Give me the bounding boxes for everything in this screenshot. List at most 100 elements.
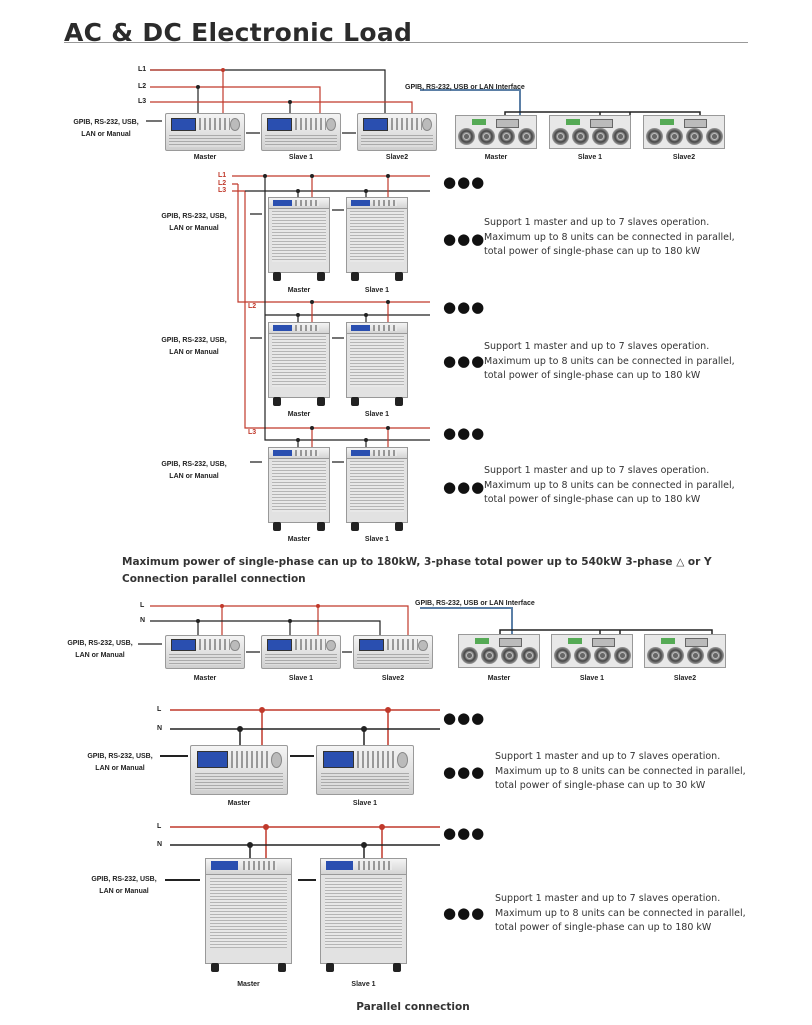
note-line: total power of single-phase can up to 18… (484, 246, 701, 257)
note-line: Maximum up to 8 units can be connected i… (495, 907, 746, 919)
slave2-rear-panel (644, 634, 726, 668)
slave1-rear-panel (551, 634, 633, 668)
note-line: total power of single-phase can up to 18… (495, 922, 712, 933)
note-line: Support 1 master and up to 7 slaves oper… (495, 893, 721, 904)
single-phase-rack-wiring (138, 605, 713, 653)
slave2-label: Slave2 (381, 675, 405, 682)
control-label-line2: LAN or Manual (99, 888, 149, 895)
control-label: GPIB, RS-232, USB, LAN or Manual (82, 751, 158, 775)
junction-dots (196, 68, 391, 848)
slave1-unit (316, 745, 414, 795)
master-label: Master (193, 675, 217, 682)
note-line: Support 1 master and up to 7 slaves oper… (484, 217, 710, 228)
tower-note: Support 1 master and up to 7 slaves oper… (484, 340, 735, 384)
control-label: GPIB, RS-232, USB, LAN or Manual (156, 335, 232, 359)
interface-label: GPIB, RS-232, USB or LAN Interface (415, 600, 535, 607)
continuation-dots: ●●● (443, 904, 486, 922)
slave1-label: Slave 1 (364, 411, 390, 418)
phase-label-l1: L1 (218, 172, 227, 179)
master-unit (190, 745, 288, 795)
slave1-label: Slave 1 (288, 154, 314, 161)
continuation-dots: ●●● (443, 230, 486, 248)
phase-label-l2: L2 (218, 180, 227, 187)
control-label-line2: LAN or Manual (95, 765, 145, 772)
phase-label-n: N (157, 725, 163, 732)
tower-note: Support 1 master and up to 7 slaves oper… (484, 216, 735, 260)
control-label-line1: GPIB, RS-232, USB, (161, 461, 227, 468)
phase-label-l1: L1 (138, 66, 147, 73)
slave1-label: Slave 1 (351, 981, 376, 988)
control-label-line2: LAN or Manual (75, 652, 125, 659)
phase-label-l: L (140, 602, 145, 609)
slave2-label: Slave2 (385, 154, 409, 161)
title-rule (64, 42, 748, 43)
note-line: total power of single-phase can up to 30… (495, 780, 706, 791)
phase-label-l: L (157, 823, 162, 830)
note-line: total power of single-phase can up to 18… (484, 494, 701, 505)
control-label-line2: LAN or Manual (169, 349, 219, 356)
continuation-dots: ●●● (443, 709, 486, 727)
slave1-tower (320, 858, 407, 972)
slave2-rear-panel (643, 115, 725, 149)
control-label-line1: GPIB, RS-232, USB, (161, 337, 227, 344)
note-line: Support 1 master and up to 7 slaves oper… (484, 465, 710, 476)
control-label: GPIB, RS-232, USB, LAN or Manual (86, 874, 162, 898)
slave1-tower (346, 322, 408, 406)
rear-slave2-label: Slave2 (673, 675, 697, 682)
slave2-unit (353, 635, 433, 669)
note-line: Maximum up to 8 units can be connected i… (495, 765, 746, 777)
control-label-line2: LAN or Manual (169, 473, 219, 480)
rear-slave1-label: Slave 1 (579, 675, 605, 682)
control-label: GPIB, RS-232, USB,LAN or Manual (62, 638, 138, 662)
continuation-dots: ●●● (443, 424, 486, 442)
slave2-unit (357, 113, 437, 151)
slave1-label: Slave 1 (352, 800, 378, 807)
master-label: Master (193, 154, 217, 161)
phase-label-l3: L3 (218, 187, 227, 194)
master-rear-panel (458, 634, 540, 668)
master-tower (205, 858, 292, 972)
slave1-unit (261, 635, 341, 669)
slave1-tower (346, 447, 408, 531)
master-label: Master (287, 287, 311, 294)
slave1-label: Slave 1 (364, 536, 390, 543)
continuation-dots: ●●● (443, 298, 486, 316)
master-tower (268, 197, 330, 281)
continuation-dots: ●●● (443, 173, 486, 191)
control-label-line1: GPIB, RS-232, USB, (91, 876, 157, 883)
master-label: Master (227, 800, 251, 807)
note-line: Maximum up to 8 units can be connected i… (484, 231, 735, 243)
control-label: GPIB, RS-232, USB,LAN or Manual (156, 211, 232, 235)
control-label-line2: LAN or Manual (81, 131, 131, 138)
tower-note: Support 1 master and up to 7 slaves oper… (495, 892, 746, 936)
note-line: total power of single-phase can up to 18… (484, 370, 701, 381)
slave1-label: Slave 1 (364, 287, 390, 294)
tower-note: Support 1 master and up to 7 slaves oper… (484, 464, 735, 508)
phase-label-n: N (140, 617, 146, 624)
master-label: Master (287, 536, 311, 543)
phase-label-l: L (157, 706, 162, 713)
control-label-line1: GPIB, RS-232, USB, (87, 753, 153, 760)
phase-label-n: N (157, 841, 163, 848)
control-label: GPIB, RS-232, USB, LAN or Manual (156, 459, 232, 483)
master-label: Master (287, 411, 311, 418)
caption-line: Maximum power of single-phase can up to … (122, 556, 712, 568)
master-unit (165, 635, 245, 669)
note-line: Support 1 master and up to 7 slaves oper… (484, 341, 710, 352)
control-label-line2: LAN or Manual (169, 225, 219, 232)
master-tower (268, 322, 330, 406)
interface-label: GPIB, RS-232, USB or LAN Interface (405, 84, 525, 91)
control-label-line1: GPIB, RS-232, USB, (73, 119, 139, 126)
slave1-rear-panel (549, 115, 631, 149)
master-label: Master (237, 981, 260, 988)
continuation-dots: ●●● (443, 478, 486, 496)
continuation-dots: ●●● (443, 824, 486, 842)
rear-master-label: Master (487, 675, 511, 682)
caption-line: Connection parallel connection (122, 573, 306, 585)
note-line: Maximum up to 8 units can be connected i… (484, 479, 735, 491)
control-label: GPIB, RS-232, USB, LAN or Manual (68, 117, 144, 141)
slave1-tower (346, 197, 408, 281)
continuation-dots: ●●● (443, 352, 486, 370)
